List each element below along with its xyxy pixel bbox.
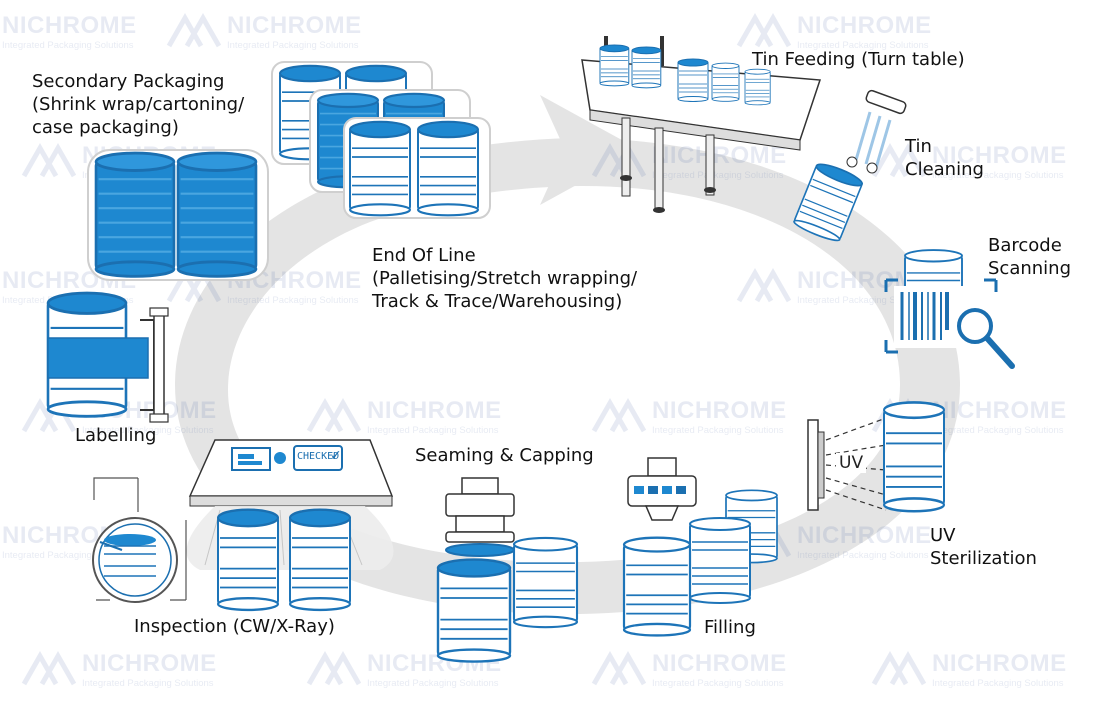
seaming-tins [436,536,579,663]
turn-table-icon [581,36,822,213]
label-line: Cleaning [905,159,984,180]
label-barcode-scanning: Barcode Scanning [988,234,1071,280]
label-line: Track & Trace/Warehousing) [372,291,623,312]
label-filling-text: Filling [704,617,756,638]
label-inspection: Inspection (CW/X-Ray) [134,615,335,638]
label-line: (Palletising/Stretch wrapping/ [372,268,638,289]
uv-tin [882,401,946,513]
label-line: Barcode [988,235,1062,256]
label-line: Sterilization [930,548,1037,569]
label-inspection-text: Inspection (CW/X-Ray) [134,616,335,637]
cycle-arrow-icon [540,95,640,205]
label-uv-sterilization: UV Sterilization [930,524,1037,570]
label-line: End Of Line [372,245,476,266]
label-line: Scanning [988,258,1072,279]
label-line: (Shrink wrap/cartoning/ [32,94,245,115]
shrink-wrap-pack-icon [87,149,269,281]
filling-tins [622,489,778,637]
uv-lamp-icon [807,417,887,511]
uv-lamp-label: UV [836,453,867,473]
label-seaming-capping: Seaming & Capping [415,444,594,467]
inspection-lens-icon [92,477,187,603]
labeller-icon [46,291,169,423]
label-line: UV [930,525,956,546]
check-icon: ✓ [330,448,342,464]
label-tin-feeding: Tin Feeding (Turn table) [752,48,965,71]
label-labelling: Labelling [75,424,156,447]
barcode-scanner-icon [884,249,1015,369]
label-tin-cleaning: Tin Cleaning [905,135,984,181]
label-line: Secondary Packaging [32,71,225,92]
label-line: case packaging) [32,117,179,138]
label-seaming-capping-text: Seaming & Capping [415,445,594,466]
label-tin-feeding-text: Tin Feeding (Turn table) [752,49,965,70]
seaming-head-icon [445,477,515,557]
label-end-of-line: End Of Line (Palletising/Stretch wrappin… [372,244,637,313]
label-labelling-text: Labelling [75,425,157,446]
filling-head-icon [627,457,697,521]
case-pack-icon [271,61,491,219]
label-filling: Filling [704,616,756,639]
label-secondary-packaging: Secondary Packaging (Shrink wrap/cartoni… [32,70,244,139]
tin-cleaning-nozzle-icon [846,89,907,174]
label-line: Tin [905,136,932,157]
inspection-display-text: CHECKED [297,451,340,462]
tin-being-cleaned [791,159,866,245]
